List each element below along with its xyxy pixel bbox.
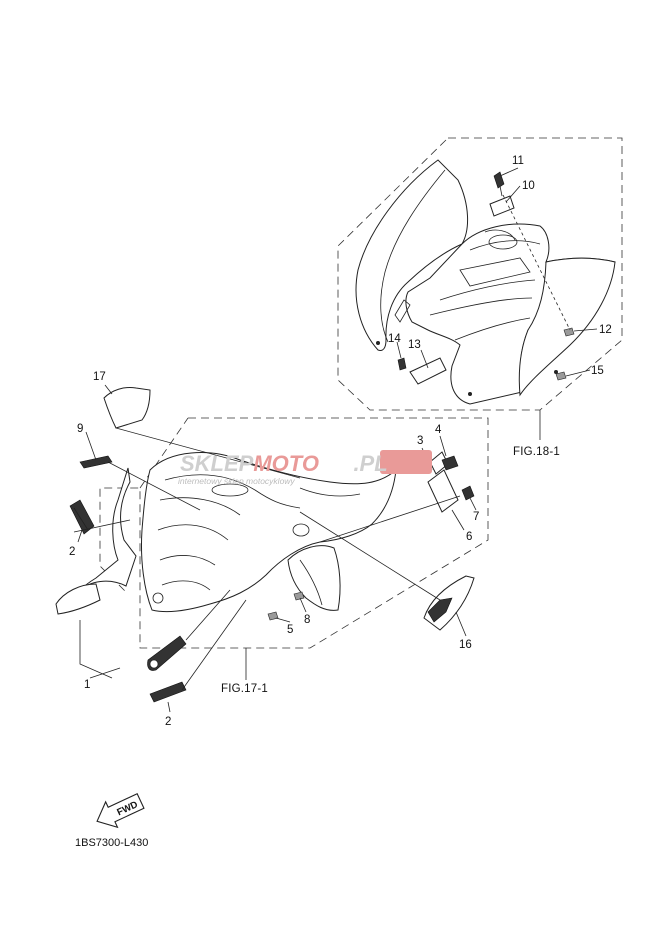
screw-7 [461, 485, 475, 501]
bolt-11 [493, 171, 505, 197]
callout-2-upper: 2 [69, 546, 75, 558]
callout-17: 17 [93, 371, 106, 383]
rear-group-boundary [337, 137, 623, 411]
drawing-code: 1BS7300-L430 [75, 837, 148, 849]
callout-12: 12 [599, 324, 612, 336]
plate-3 [427, 469, 459, 513]
figure-ref-17-1: FIG.17-1 [221, 683, 268, 695]
callout-15: 15 [591, 365, 604, 377]
callout-4: 4 [435, 424, 442, 436]
callout-6: 6 [466, 531, 472, 543]
watermark-badge [380, 450, 432, 474]
plate-10 [489, 195, 515, 217]
callout-5: 5 [287, 624, 293, 636]
nose-panel [55, 583, 101, 615]
front-group-boundary [99, 417, 489, 649]
screw-14 [397, 357, 407, 371]
front-fender-skirt [287, 545, 341, 611]
callout-3: 3 [417, 435, 423, 447]
callout-13: 13 [408, 339, 421, 351]
callout-labels: 11 10 12 14 13 15 17 9 4 3 7 6 2 8 5 16 … [69, 155, 612, 728]
front-fender-assembly [55, 384, 489, 713]
side-cover-1 [77, 467, 137, 593]
callout-10: 10 [522, 180, 535, 192]
watermark-tagline: internetowy sklep motocyklowy [178, 476, 295, 486]
rear-fender-right-wing [518, 257, 616, 397]
nut-15 [555, 371, 567, 381]
reflector-2-upper [69, 499, 95, 535]
emblem-9 [79, 455, 113, 469]
callout-11: 11 [512, 155, 524, 167]
callout-1: 1 [84, 679, 90, 691]
cover-17 [103, 387, 151, 429]
rear-fender-assembly [337, 137, 623, 440]
callout-14: 14 [388, 333, 401, 345]
clip-4 [441, 455, 459, 471]
callout-9: 9 [77, 423, 83, 435]
callout-2-lower: 2 [165, 716, 171, 728]
figure-ref-18-1: FIG.18-1 [513, 446, 560, 458]
nut-5 [267, 611, 279, 621]
nut-8 [293, 591, 305, 601]
nut-12 [563, 327, 575, 337]
callout-8: 8 [304, 614, 310, 626]
callout-7: 7 [473, 511, 479, 523]
callout-16: 16 [459, 639, 472, 651]
fwd-arrow-icon: FWD [96, 793, 145, 829]
reflector-2-lower [149, 681, 187, 703]
bracket-13 [409, 357, 447, 385]
